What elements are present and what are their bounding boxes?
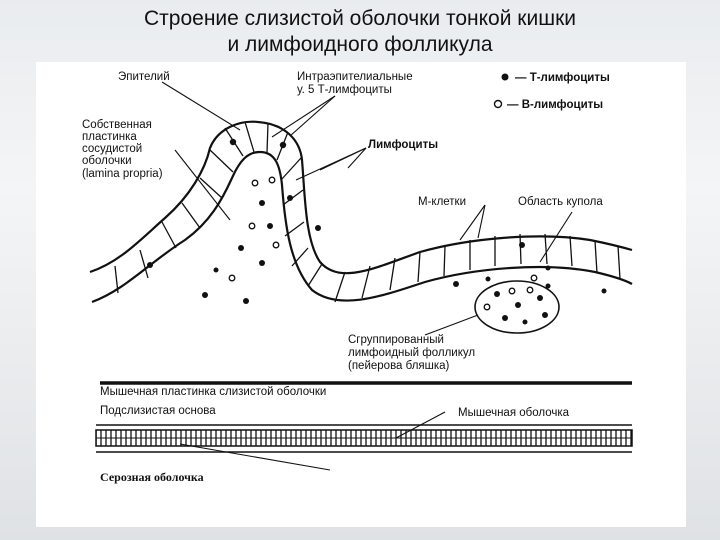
title-line-2: и лимфоидного фолликула (227, 33, 493, 56)
label-serosa: Серозная оболочка (100, 470, 204, 484)
legend-b-symbol (493, 99, 503, 109)
title-line-1: Строение слизистой оболочки тонкой кишки (144, 7, 576, 30)
label-intraepithelial-1: Интраэпителиальные (297, 71, 413, 83)
label-m-cells: М-клетки (418, 196, 466, 208)
label-follicle-3: (пейерова бляшка) (348, 360, 450, 372)
epithelial-cell-boundaries (114, 121, 621, 303)
label-intraepithelial-2: у. 5 Т-лимфоциты (297, 84, 392, 96)
label-follicle-2: лимфоидный фолликул (348, 347, 475, 359)
epithelium-inner-contour (91, 150, 633, 304)
lymphoid-follicle (474, 280, 560, 334)
legend-t-lymphocytes: — Т-лимфоциты (515, 72, 610, 84)
label-lamina-5: (lamina propria) (82, 168, 163, 180)
label-muscularis-mucosae: Мышечная пластинка слизистой оболочки (100, 386, 326, 398)
legend-b-lymphocytes: — В-лимфоциты (507, 99, 603, 111)
label-lymphocytes: Лимфоциты (368, 139, 438, 151)
slide-title: Строение слизистой оболочки тонкой кишки… (0, 6, 720, 58)
lamina-t-lymphocytes (202, 200, 607, 304)
label-lamina-1: Собственная (82, 119, 152, 131)
label-muscular-coat: Мышечная оболочка (458, 407, 570, 419)
lamina-b-lymphocytes (228, 176, 538, 282)
label-lamina-3: сосудистой (82, 143, 142, 155)
diagram-figure: Эпителий Интраэпителиальные у. 5 Т-лимфо… (36, 62, 686, 527)
label-lamina-2: пластинка (82, 131, 137, 143)
label-epithelium: Эпителий (118, 71, 170, 83)
legend-t-symbol (501, 73, 509, 81)
label-follicle-1: Сгруппированный (348, 334, 444, 346)
intraepithelial-lymphocytes (147, 138, 525, 268)
label-lamina-4: оболочки (82, 155, 132, 167)
follicle-t-lymphocytes (494, 291, 548, 325)
label-dome-area: Область купола (518, 196, 603, 208)
follicle-b-lymphocytes (483, 286, 534, 311)
intestine-diagram-svg: Эпителий Интраэпителиальные у. 5 Т-лимфо… (82, 71, 633, 484)
label-submucosa: Подслизистая основа (100, 405, 216, 417)
epithelium-outer-contour (89, 120, 633, 275)
